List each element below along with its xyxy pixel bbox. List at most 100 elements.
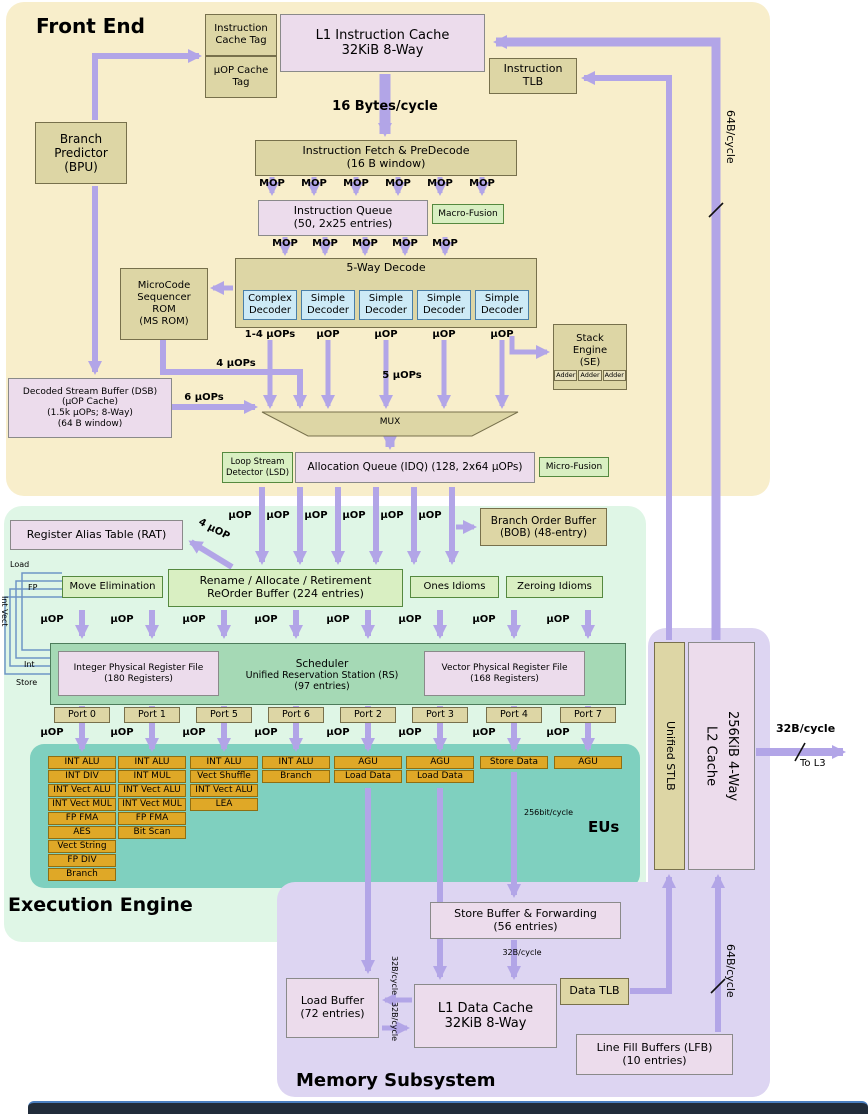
- port-box-4: Port 2: [340, 707, 396, 723]
- text-line: Line Fill Buffers (LFB): [596, 1040, 713, 1054]
- bypass-label-load: Load: [10, 560, 30, 569]
- text-line: Register Alias Table (RAT): [26, 527, 167, 541]
- text-line: Rename / Allocate / Retirement: [199, 574, 372, 588]
- eu-unit: INT MUL: [118, 770, 186, 783]
- text-line: Move Elimination: [69, 581, 156, 593]
- text-line: (50, 2x25 entries): [293, 217, 393, 230]
- text-line: Macro-Fusion: [438, 208, 498, 219]
- uop-label: µOP: [326, 727, 350, 738]
- eu-unit: FP FMA: [48, 812, 116, 825]
- bit256-label: 256bit/cycle: [524, 808, 574, 817]
- uop-label: µOP: [374, 329, 398, 340]
- text-line: Decoder: [364, 305, 408, 316]
- eu-unit: AES: [48, 826, 116, 839]
- bytes-per-cycle-label: 16 Bytes/cycle: [332, 99, 438, 114]
- branch-predictor-box: Branch Predictor (BPU): [35, 122, 127, 184]
- text-line: Decoder: [306, 305, 350, 316]
- complex-decoder-box: Complex Decoder: [243, 290, 297, 320]
- text-line: Unified STLB: [663, 721, 677, 791]
- text-line: Instruction Cache Tag: [214, 23, 268, 46]
- b64-label-bottom: 64B/cycle: [724, 944, 737, 998]
- to-l3-label: To L3: [800, 758, 826, 769]
- text-line: Micro-Fusion: [545, 461, 603, 472]
- uop-label: µOP: [254, 727, 278, 738]
- text-line: Load Buffer: [300, 994, 365, 1008]
- eu-unit: Load Data: [406, 770, 474, 783]
- port-box-7: Port 7: [560, 707, 616, 723]
- port-box-0: Port 0: [54, 707, 110, 723]
- text-line: Data TLB: [569, 984, 620, 998]
- text-line: (64 B window): [57, 418, 123, 429]
- vec-prf-box: Vector Physical Register File (168 Regis…: [424, 651, 585, 696]
- eu-unit: FP FMA: [118, 812, 186, 825]
- text-line: Ones Idioms: [423, 581, 486, 593]
- mop-label: MOP: [427, 178, 453, 189]
- store-buffer-box: Store Buffer & Forwarding (56 entries): [430, 902, 621, 939]
- uop-cache-tag-box: µOP Cache Tag: [205, 56, 277, 98]
- memory-subsystem-title: Memory Subsystem: [296, 1070, 496, 1091]
- l1-data-cache-box: L1 Data Cache 32KiB 8-Way: [414, 984, 557, 1048]
- text-line: Vector Physical Register File: [441, 662, 568, 673]
- simple-decoder-box: Simple Decoder: [417, 290, 471, 320]
- mop-label: MOP: [392, 238, 418, 249]
- text-line: L2 Cache: [703, 725, 719, 787]
- uop-label: µOP: [182, 727, 206, 738]
- text-line: (180 Registers): [104, 673, 173, 684]
- text-line: L1 Instruction Cache: [315, 27, 450, 43]
- eu-unit: INT DIV: [48, 770, 116, 783]
- bypass-label-int: Int: [24, 660, 35, 669]
- text-line: Allocation Queue (IDQ) (128, 2x64 µOPs): [307, 461, 523, 474]
- text-line: ROM: [152, 304, 176, 315]
- uop-label: µOP: [380, 510, 404, 521]
- move-elimination-box: Move Elimination: [62, 576, 163, 598]
- simple-decoder-box: Simple Decoder: [301, 290, 355, 320]
- eu-unit: LEA: [190, 798, 258, 811]
- unified-stlb-box: Unified STLB: [654, 642, 685, 870]
- text-line: (72 entries): [300, 1007, 365, 1020]
- text-line: (10 entries): [622, 1053, 687, 1067]
- text-line: µOP Cache Tag: [213, 65, 269, 88]
- eu-unit: FP DIV: [48, 854, 116, 867]
- uops5-label: 5 µOPs: [382, 370, 422, 381]
- decode-title: 5-Way Decode: [346, 261, 426, 274]
- uop-label: µOP: [228, 510, 252, 521]
- text-line: (168 Registers): [470, 673, 539, 684]
- mop-label: MOP: [272, 238, 298, 249]
- text-line: Zeroing Idioms: [517, 581, 592, 593]
- ones-idioms-box: Ones Idioms: [410, 576, 499, 598]
- eu-unit: Branch: [262, 770, 330, 783]
- text-line: Simple: [426, 293, 462, 305]
- bob-box: Branch Order Buffer (BOB) (48-entry): [480, 508, 607, 546]
- stack-engine-box: Stack Engine (SE) Adder Adder Adder: [553, 324, 627, 390]
- text-line: MicroCode: [137, 280, 191, 292]
- uops6-label: 6 µOPs: [184, 392, 224, 403]
- uops-label: 1-4 µOPs: [244, 329, 296, 340]
- text-line: (SE): [579, 356, 601, 368]
- text-line: Decoder: [480, 305, 524, 316]
- instruction-tlb-box: Instruction TLB: [489, 58, 577, 94]
- text-line: Decoder: [422, 305, 466, 316]
- text-line: Integer Physical Register File: [73, 662, 204, 673]
- adder-row: Adder Adder Adder: [554, 370, 626, 381]
- text-line: (97 entries): [294, 681, 350, 693]
- text-line: Simple: [368, 293, 404, 305]
- uop-label: µOP: [418, 510, 442, 521]
- execution-engine-title: Execution Engine: [8, 894, 193, 916]
- uop-label: µOP: [254, 614, 278, 625]
- uop-label: µOP: [546, 614, 570, 625]
- port-box-5: Port 3: [412, 707, 468, 723]
- text-line: (µOP Cache): [61, 397, 119, 408]
- text-line: Instruction TLB: [503, 62, 563, 88]
- eu-unit: INT Vect MUL: [118, 798, 186, 811]
- port-box-6: Port 4: [486, 707, 542, 723]
- eu-unit: Branch: [48, 868, 116, 881]
- text-line: Branch Order Buffer: [490, 514, 597, 527]
- eu-unit: INT Vect ALU: [118, 784, 186, 797]
- text-line: Store Buffer & Forwarding: [454, 906, 597, 920]
- mop-label: MOP: [385, 178, 411, 189]
- eus-title: EUs: [588, 818, 620, 836]
- fetch-predecode-box: Instruction Fetch & PreDecode (16 B wind…: [255, 140, 517, 176]
- eu-unit: AGU: [406, 756, 474, 769]
- b32-label-load-1: 32B/cycle: [390, 956, 399, 996]
- text-line: Simple: [484, 293, 520, 305]
